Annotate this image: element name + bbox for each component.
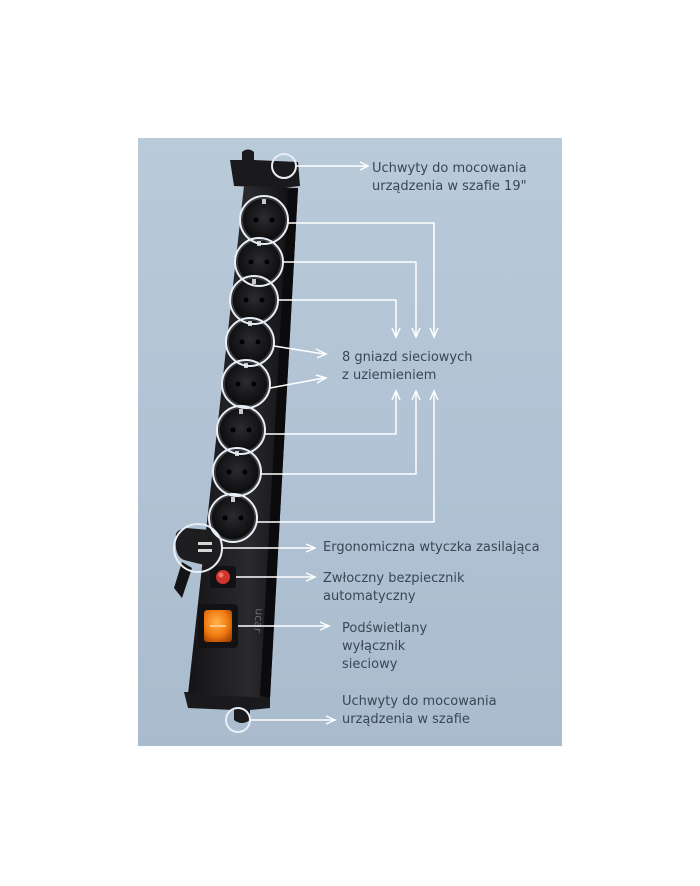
callout-switch-line3: sieciowy bbox=[342, 657, 398, 672]
socket-7 bbox=[214, 449, 260, 495]
callout-switch: Podświetlany wyłącznik sieciowy bbox=[342, 620, 427, 674]
callout-fuse-line2: automatyczny bbox=[323, 589, 416, 604]
callout-bottom-mount-line1: Uchwyty do mocowania bbox=[342, 694, 497, 709]
socket-4 bbox=[227, 319, 273, 365]
socket-6 bbox=[218, 407, 264, 453]
callout-bottom-mount: Uchwyty do mocowania urządzenia w szafie bbox=[342, 693, 497, 729]
strip-side-edge bbox=[260, 188, 298, 698]
callout-sockets-line1: 8 gniazd sieciowych bbox=[342, 350, 473, 365]
callout-plug-line1: Ergonomiczna wtyczka zasilająca bbox=[323, 540, 540, 555]
callout-top-mount-line1: Uchwyty do mocowania bbox=[372, 161, 527, 176]
callout-switch-line2: wyłącznik bbox=[342, 639, 406, 654]
callout-sockets: 8 gniazd sieciowych z uziemieniem bbox=[342, 349, 473, 385]
callout-fuse-line1: Zwłoczny bezpiecznik bbox=[323, 571, 465, 586]
callout-sockets-line2: z uziemieniem bbox=[342, 368, 437, 383]
diagram-panel: ucar bbox=[138, 138, 562, 746]
socket-1 bbox=[241, 197, 287, 243]
fuse-button bbox=[210, 566, 236, 588]
callout-plug: Ergonomiczna wtyczka zasilająca bbox=[323, 539, 540, 557]
callout-bottom-mount-line2: urządzenia w szafie bbox=[342, 712, 470, 727]
illuminated-switch bbox=[198, 604, 238, 648]
leader-lines bbox=[222, 161, 439, 725]
callout-fuse: Zwłoczny bezpiecznik automatyczny bbox=[323, 570, 465, 606]
callout-switch-line1: Podświetlany bbox=[342, 621, 428, 636]
socket-3 bbox=[231, 277, 277, 323]
power-plug bbox=[174, 528, 219, 598]
socket-5 bbox=[223, 361, 269, 407]
callout-top-mount-line2: urządzenia w szafie 19" bbox=[372, 179, 527, 194]
socket-group bbox=[210, 197, 287, 541]
brand-text: ucar bbox=[251, 608, 266, 634]
callout-top-mount: Uchwyty do mocowania urządzenia w szafie… bbox=[372, 160, 527, 196]
power-strip-illustration: ucar bbox=[173, 149, 439, 733]
